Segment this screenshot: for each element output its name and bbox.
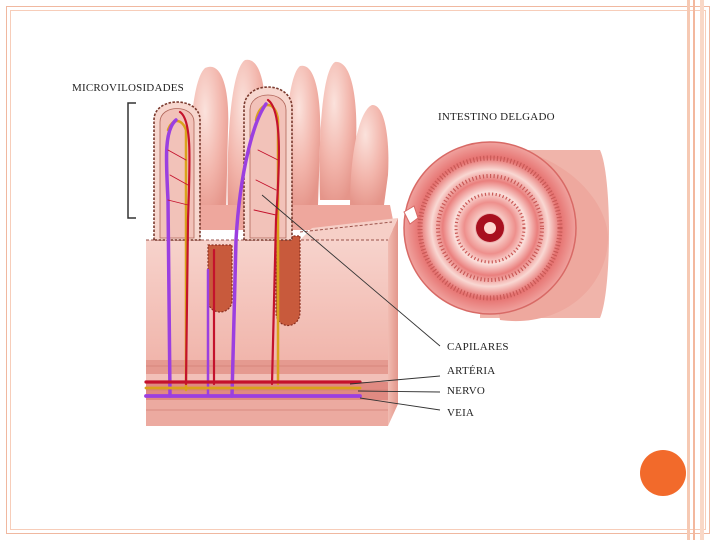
label-microvilosidades: MICROVILOSIDADES xyxy=(72,82,184,94)
accent-circle xyxy=(640,450,686,496)
label-arteria: ARTÉRIA xyxy=(447,365,495,377)
background-villi xyxy=(190,60,395,230)
bracket xyxy=(128,103,136,218)
villus-front-left xyxy=(154,102,200,240)
label-capilares: CAPILARES xyxy=(447,341,509,353)
muscle-layers xyxy=(146,360,388,426)
label-intestino-delgado: INTESTINO DELGADO xyxy=(438,111,555,123)
intestine-cross-section xyxy=(404,142,609,321)
tissue-block-side xyxy=(388,218,398,426)
label-veia: VEIA xyxy=(447,407,474,419)
villus-front-right xyxy=(244,87,292,240)
label-nervo: NERVO xyxy=(447,385,485,397)
